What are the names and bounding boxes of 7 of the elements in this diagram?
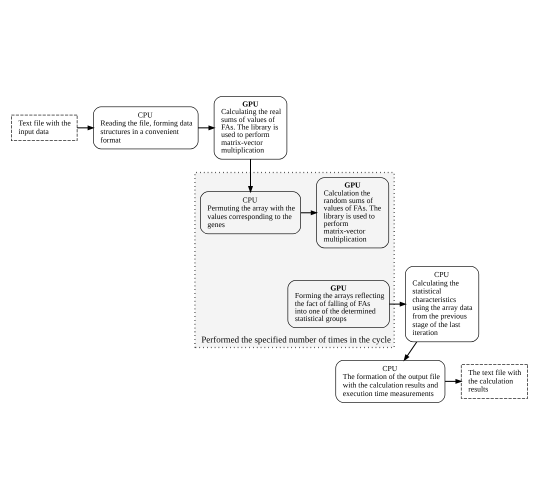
- arrow: [300, 210, 318, 215]
- arrow: [445, 378, 463, 384]
- arrow: [248, 158, 253, 193]
- arrow: [198, 124, 216, 130]
- arrow: [403, 341, 418, 361]
- arrow: [390, 301, 407, 306]
- arrow: [77, 124, 95, 130]
